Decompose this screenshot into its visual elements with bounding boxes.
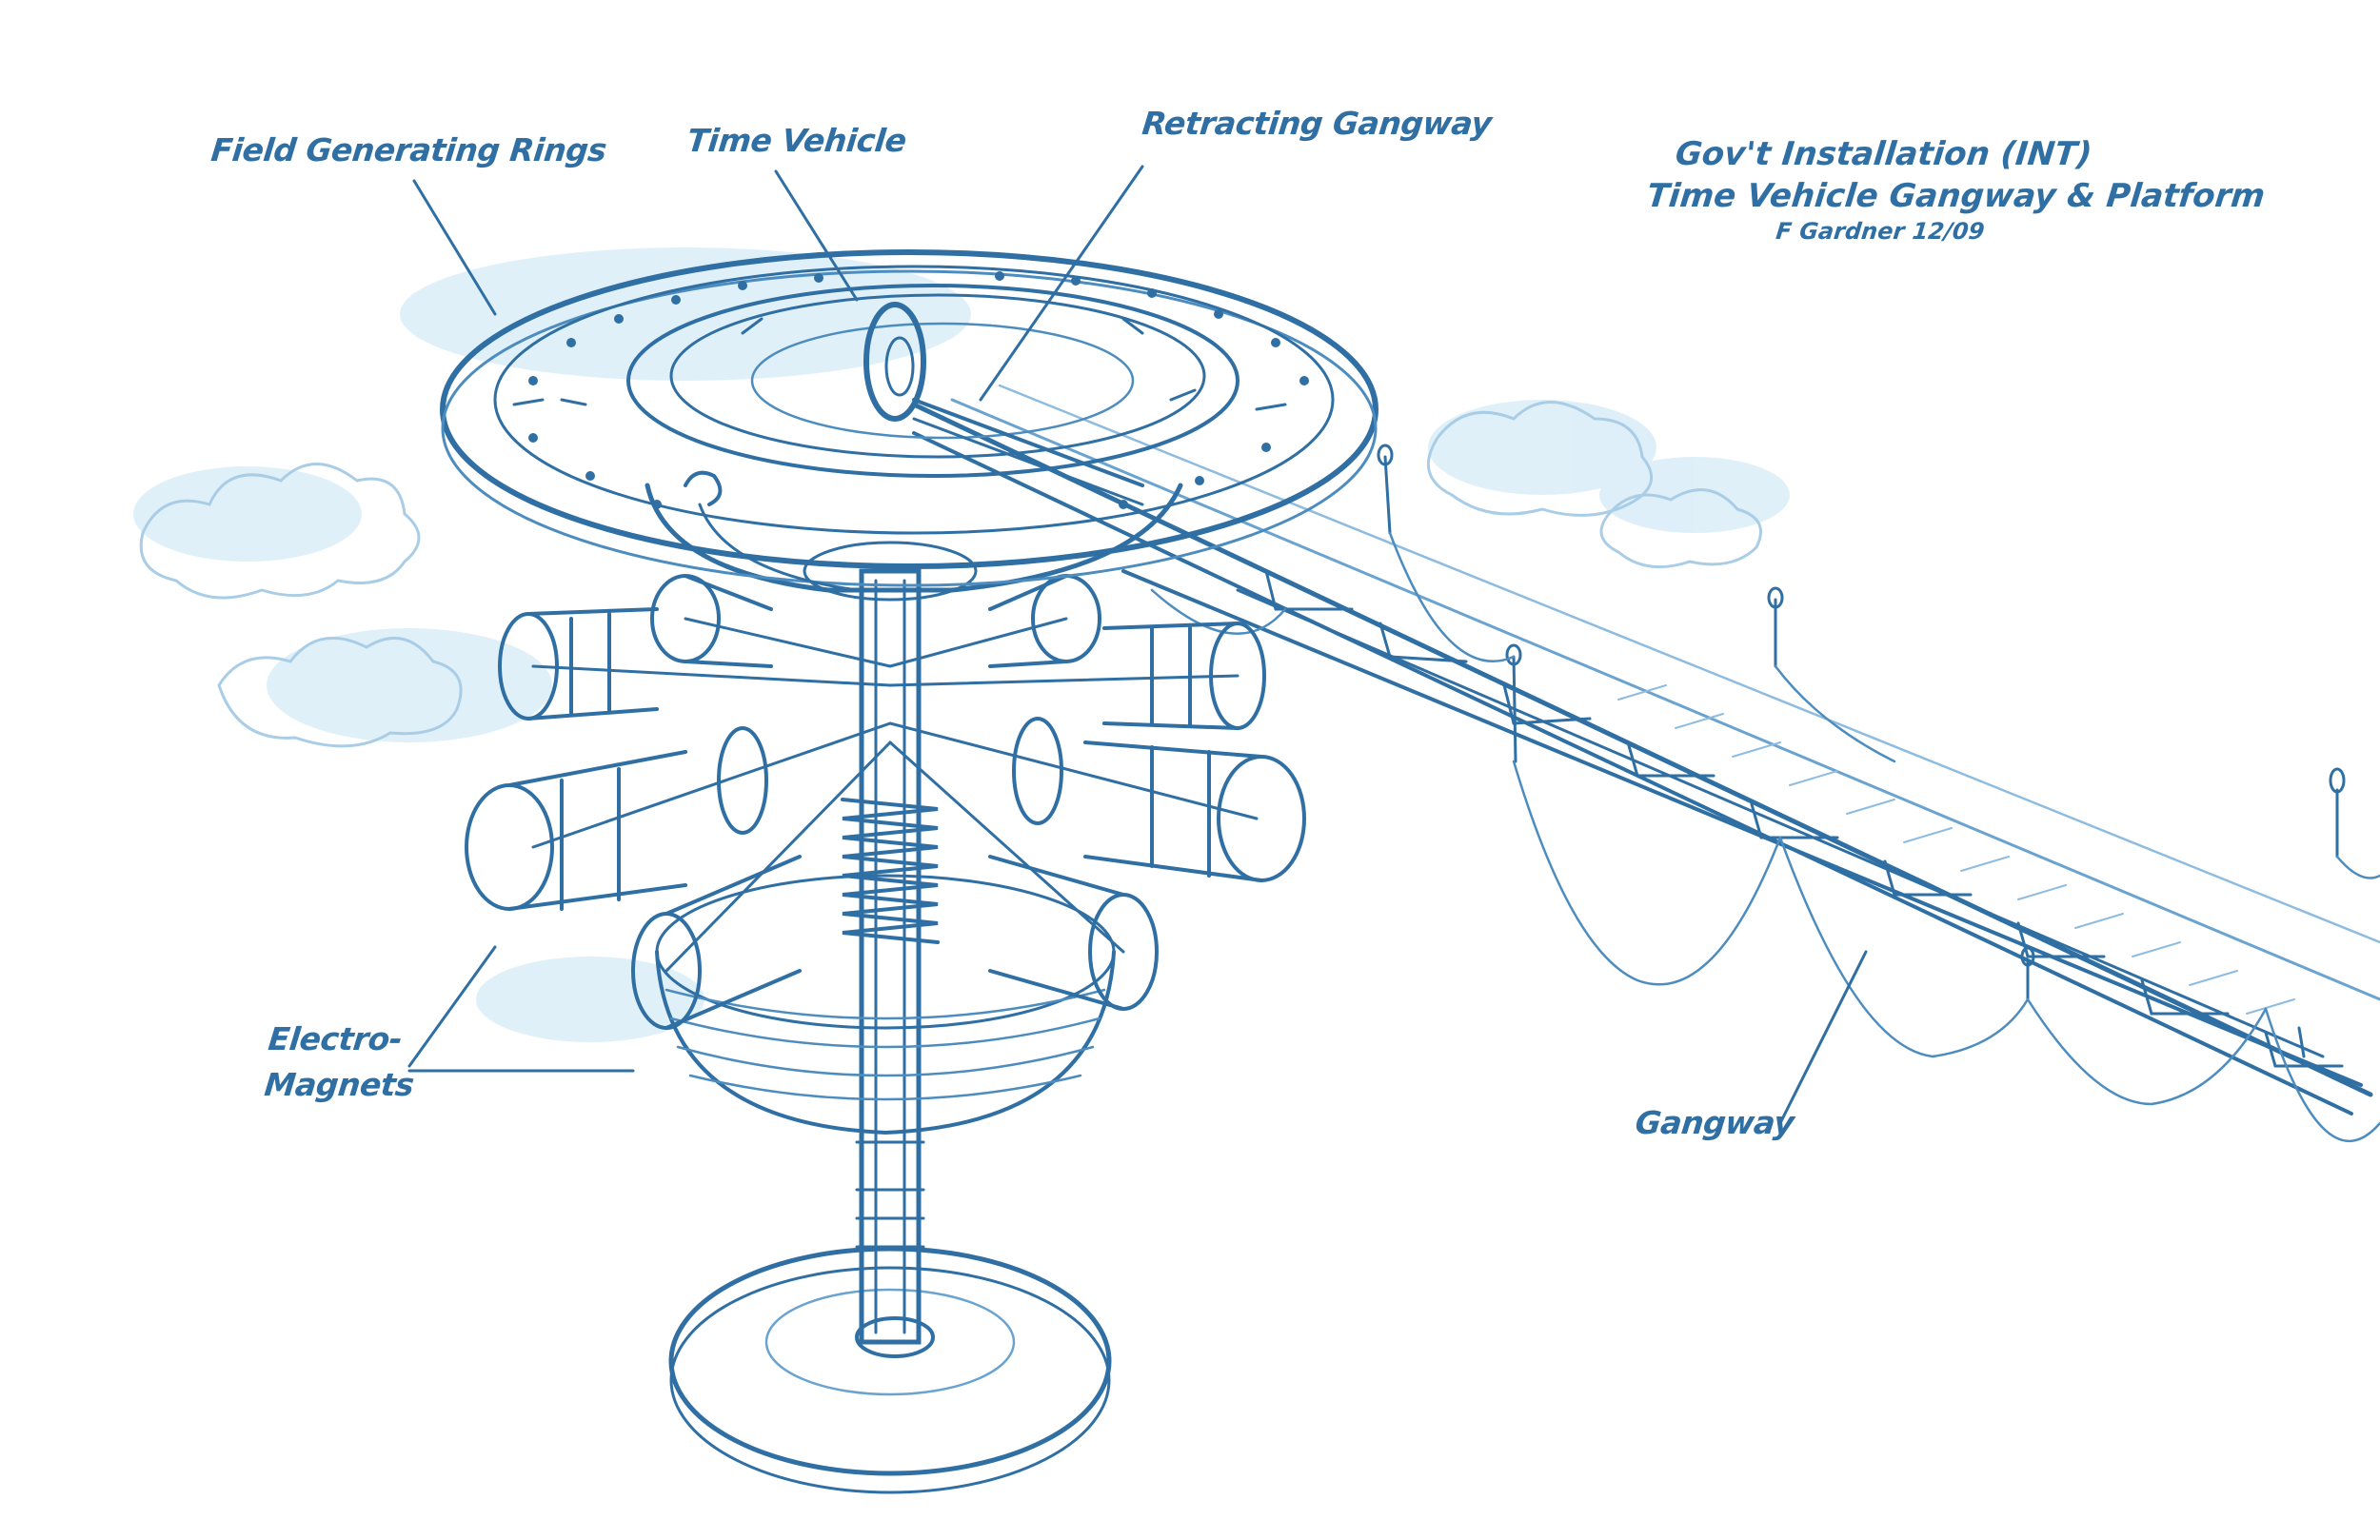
title-line-1: Gov't Installation (INT) (1673, 135, 2094, 173)
cloud-wash (133, 247, 1790, 1042)
cloud-outlines (139, 401, 1762, 748)
leader-lines (407, 165, 1868, 1125)
label-time-vehicle: Time Vehicle (684, 122, 908, 159)
tower-structure (440, 249, 1378, 1494)
label-retracting-gangway: Retracting Gangway (1140, 105, 1494, 142)
label-electro: Electro- (266, 1020, 405, 1057)
title-line-2: Time Vehicle Gangway & Platform (1644, 177, 2268, 215)
label-field-generating-rings: Field Generating Rings (208, 131, 608, 168)
label-magnets: Magnets (262, 1066, 416, 1103)
label-gangway: Gangway (1633, 1104, 1796, 1141)
artist-credit: F Gardner 12/09 (1775, 218, 1986, 245)
